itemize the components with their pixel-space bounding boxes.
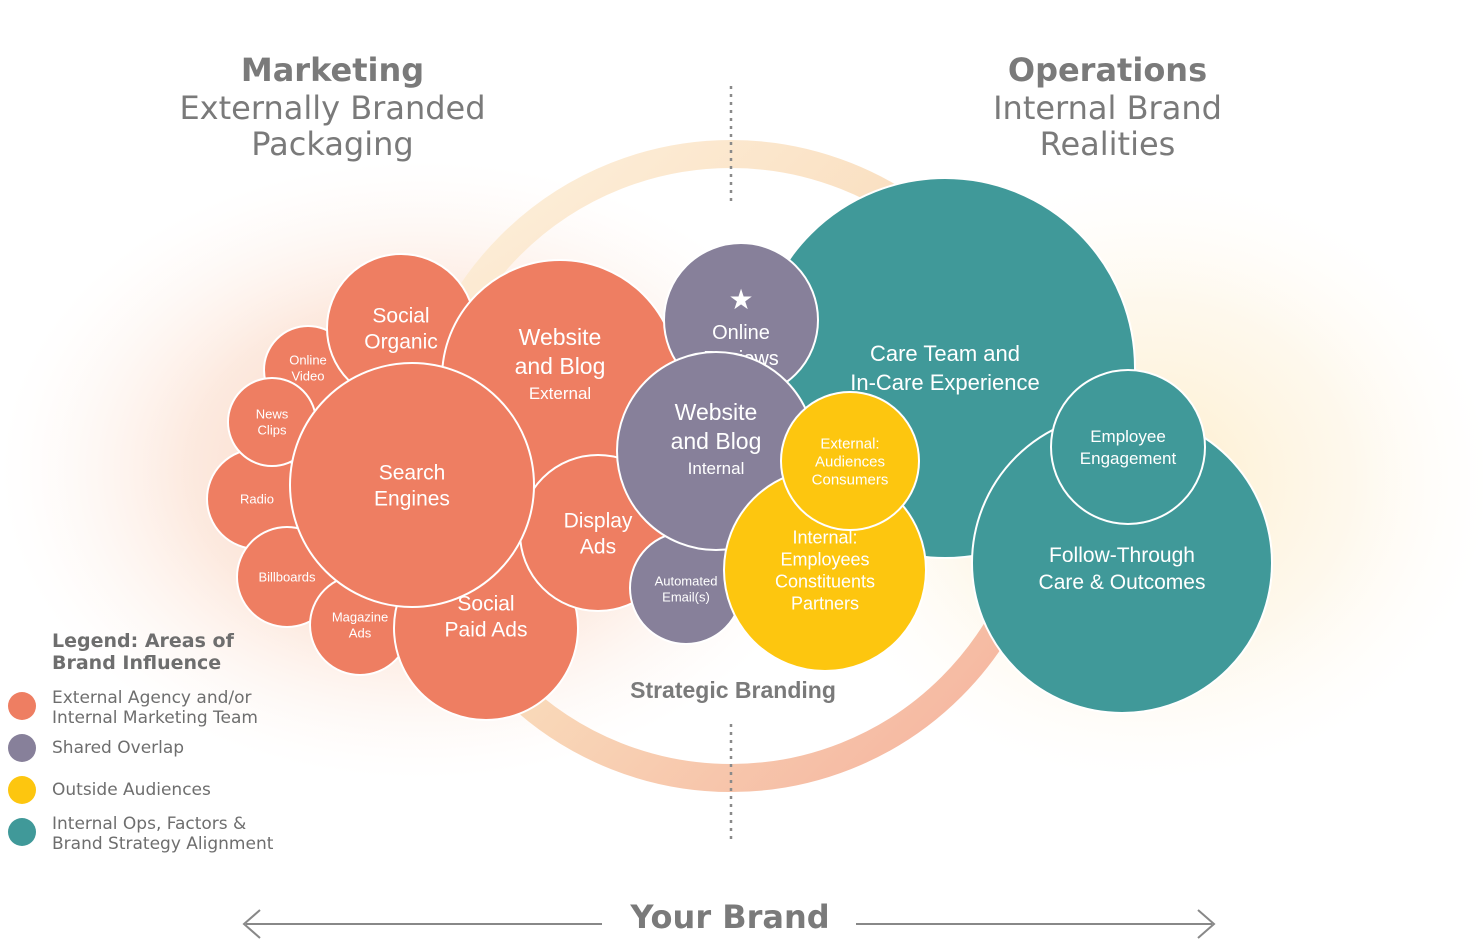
circle-display-ads-label: Display	[564, 509, 633, 532]
circle-online-video-label: Online	[289, 353, 327, 368]
marketing-header: Marketing Externally Branded Packaging	[130, 50, 535, 162]
circle-website-blog-external-label: and Blog	[515, 353, 606, 379]
circle-magazine-ads-label: Magazine	[332, 610, 388, 625]
legend-label: External Agency and/or Internal Marketin…	[52, 688, 258, 728]
circle-radio-label: Radio	[240, 492, 274, 507]
circle-website-blog-external-sublabel: External	[529, 384, 591, 403]
circle-search-engines-label: Search	[379, 461, 446, 484]
operations-title: Operations	[1007, 51, 1208, 89]
legend-label: Shared Overlap	[52, 738, 185, 758]
marketing-title: Marketing	[240, 51, 425, 89]
circle-social-paid-ads-label: Social	[457, 592, 514, 615]
legend-label: Outside Audiences	[52, 780, 211, 800]
circle-care-team-label: Care Team and	[870, 341, 1020, 366]
your-brand-arrow	[242, 909, 1216, 939]
circle-news-clips-label: Clips	[258, 423, 287, 438]
circle-employee-engagement-label: Employee	[1090, 427, 1166, 446]
circle-website-blog-internal-label: Website	[675, 399, 758, 425]
circle-internal-employees-label: Constituents	[775, 571, 875, 591]
legend-label: Internal Ops, Factors & Brand Strategy A…	[52, 814, 274, 854]
legend-swatch-coral	[8, 692, 36, 720]
circle-online-reviews-label: Online	[712, 322, 770, 344]
operations-header: Operations Internal Brand Realities	[910, 50, 1305, 162]
circle-internal-employees-label: Partners	[791, 593, 859, 613]
circle-website-blog-external-label: Website	[519, 324, 602, 350]
circle-social-organic-label: Organic	[364, 330, 438, 353]
circle-online-video-label: Video	[291, 369, 324, 384]
circle-magazine-ads-label: Ads	[349, 626, 372, 641]
legend-title-line1: Legend: Areas of	[52, 630, 234, 652]
circle-search-engines-label: Engines	[374, 487, 450, 510]
operations-subtitle-line1: Internal Brand	[993, 89, 1222, 127]
circle-social-paid-ads-label: Paid Ads	[445, 618, 528, 641]
circle-internal-employees-label: Employees	[780, 549, 869, 569]
circle-employee-engagement-label: Engagement	[1080, 449, 1177, 468]
marketing-subtitle-line1: Externally Branded	[179, 89, 486, 127]
circle-search-engines-shape	[289, 362, 535, 608]
circle-billboards-label: Billboards	[258, 570, 316, 585]
legend-swatch-purple	[8, 734, 36, 762]
legend-swatch-teal	[8, 818, 36, 846]
legend-title-line2: Brand Influence	[52, 652, 222, 674]
legend: Legend: Areas of Brand Influence Externa…	[8, 630, 328, 854]
circle-website-blog-internal-label: and Blog	[671, 428, 762, 454]
bubble-group: RadioOnlineVideoNewsClipsBillboardsMagaz…	[206, 177, 1273, 721]
operations-subtitle-line2: Realities	[1039, 125, 1176, 163]
circle-automated-emails-label: Email(s)	[662, 590, 710, 605]
circle-display-ads-label: Ads	[580, 535, 616, 558]
circle-news-clips-label: News	[256, 407, 289, 422]
circle-follow-through-label: Follow-Through	[1049, 544, 1195, 567]
circle-employee-engagement-shape	[1050, 369, 1206, 525]
circle-radio: Radio	[206, 448, 308, 550]
star-icon: ★	[728, 283, 753, 316]
circle-care-team-label: In-Care Experience	[850, 370, 1040, 395]
your-brand-label: Your Brand	[630, 898, 830, 936]
circle-external-audiences-label: Audiences	[815, 453, 885, 470]
circle-website-blog-internal-sublabel: Internal	[688, 459, 745, 478]
strategic-branding-label: Strategic Branding	[630, 677, 836, 703]
circle-external-audiences-label: Consumers	[812, 471, 889, 488]
marketing-subtitle-line2: Packaging	[251, 125, 414, 163]
circle-external-audiences-label: External:	[820, 435, 879, 452]
circle-external-audiences-shape	[780, 391, 920, 531]
circle-automated-emails-label: Automated	[655, 574, 718, 589]
circle-internal-employees-label: Internal:	[792, 527, 857, 547]
legend-swatch-yellow	[8, 776, 36, 804]
circle-social-organic-label: Social	[372, 304, 429, 327]
circle-follow-through-label: Care & Outcomes	[1039, 571, 1206, 594]
